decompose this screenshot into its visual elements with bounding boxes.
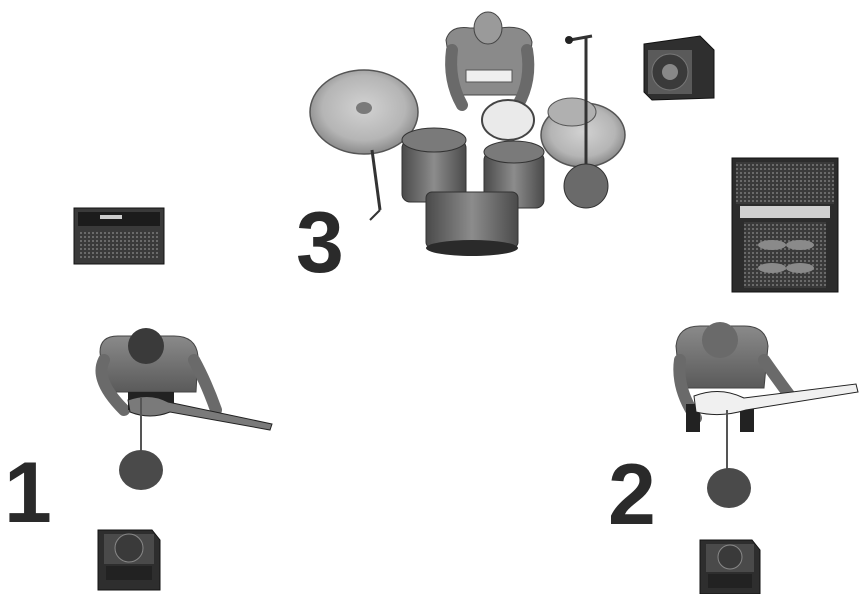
drum-kit	[310, 12, 714, 256]
crash-cymbal	[541, 98, 625, 167]
position-number-1: 1	[4, 445, 52, 541]
guitar-amp	[74, 208, 164, 264]
snare-drum	[482, 100, 534, 140]
guitarist-2	[676, 322, 858, 508]
drummer-figure	[446, 12, 532, 105]
guitarist-1	[100, 328, 272, 490]
bass-drum	[426, 192, 518, 256]
position-number-2: 2	[608, 447, 656, 543]
position-number-3: 3	[296, 195, 344, 291]
bass-amp-cabinet	[732, 158, 838, 292]
monitor-speaker-1	[98, 530, 160, 590]
monitor-speaker-2	[700, 540, 760, 594]
monitor-speaker-top	[644, 36, 714, 100]
